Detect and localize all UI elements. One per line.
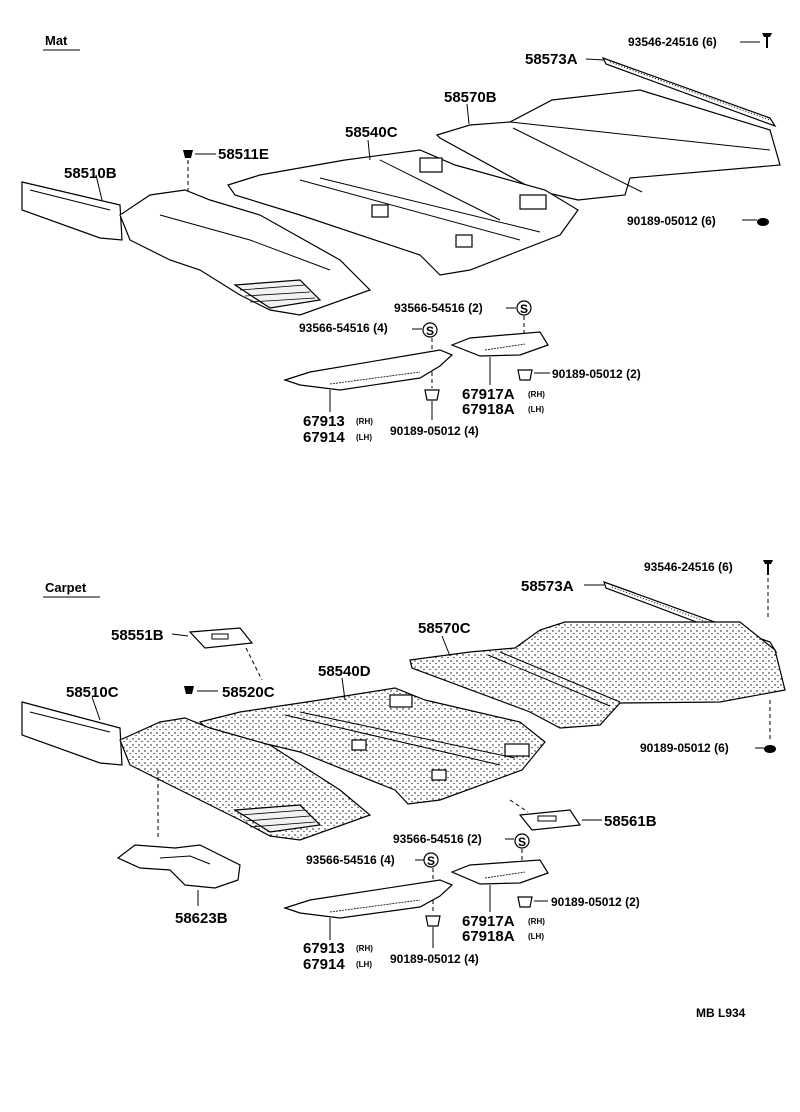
label-67914: 67914 — [303, 956, 345, 973]
screw-s-icon: S — [422, 322, 438, 338]
label-58540: 58540D — [318, 663, 371, 680]
svg-text:S: S — [426, 324, 434, 338]
svg-text:S: S — [427, 854, 435, 868]
label-67914-lh: (LH) — [356, 433, 372, 442]
nut-icon — [757, 218, 769, 226]
label-93546: 93546-24516 (6) — [644, 560, 733, 574]
front-carpet-58510 — [21, 701, 372, 841]
label-58511: 58511E — [218, 146, 269, 163]
front-mat-58510 — [21, 181, 372, 316]
label-58520: 58520C — [222, 684, 275, 701]
label-90189-2: 90189-05012 (2) — [552, 367, 641, 381]
step-plate-67913 — [283, 879, 454, 919]
clip-icon — [184, 686, 194, 694]
label-67918: 67918A — [462, 401, 515, 418]
label-90189-2: 90189-05012 (2) — [551, 895, 640, 909]
label-58510: 58510B — [64, 165, 117, 182]
scuff-strip-58573 — [601, 56, 777, 128]
label-58573: 58573A — [525, 51, 578, 68]
mat-section: Mat 93546-24516 (6) 58573A 58570B — [21, 33, 781, 446]
label-93566-4: 93566-54516 (4) — [306, 853, 395, 867]
nut-icon — [425, 915, 441, 927]
label-67913-rh: (RH) — [356, 417, 373, 426]
rear-mat-58570 — [435, 89, 781, 201]
label-58573: 58573A — [521, 578, 574, 595]
label-67917: 67917A — [462, 386, 515, 403]
label-93546: 93546-24516 (6) — [628, 35, 717, 49]
nut-icon — [517, 369, 533, 381]
pad-58561 — [518, 809, 582, 831]
label-58561: 58561B — [604, 813, 657, 830]
nut-icon — [517, 896, 533, 908]
label-58540: 58540C — [345, 124, 398, 141]
screw-icon — [762, 33, 772, 48]
screw-icon — [763, 560, 773, 575]
mat-section-title: Mat — [45, 33, 68, 48]
middle-carpet-58540 — [198, 687, 546, 805]
screw-s-icon: S — [516, 300, 532, 316]
label-90189-4: 90189-05012 (4) — [390, 424, 479, 438]
step-plate-67913 — [283, 349, 454, 391]
diagram-code: MB L934 — [696, 1006, 746, 1020]
screw-s-icon: S — [423, 852, 439, 868]
label-67913: 67913 — [303, 413, 345, 430]
label-58623: 58623B — [175, 910, 228, 927]
label-58570: 58570B — [444, 89, 497, 106]
step-plate-67917 — [450, 859, 549, 885]
label-93566-2: 93566-54516 (2) — [393, 832, 482, 846]
svg-text:S: S — [520, 302, 528, 316]
label-67917-rh: (RH) — [528, 917, 545, 926]
label-67914-lh: (LH) — [356, 960, 372, 969]
carpet-section-title: Carpet — [45, 580, 87, 595]
label-90189-6: 90189-05012 (6) — [640, 741, 729, 755]
label-67913-rh: (RH) — [356, 944, 373, 953]
label-67913: 67913 — [303, 940, 345, 957]
label-90189-6: 90189-05012 (6) — [627, 214, 716, 228]
carpet-section: Carpet 93546-24516 (6) 58573A 58551B — [21, 560, 786, 973]
label-67918: 67918A — [462, 928, 515, 945]
label-58510: 58510C — [66, 684, 119, 701]
rear-carpet-58570 — [409, 621, 786, 729]
step-plate-67917 — [450, 331, 549, 357]
svg-text:S: S — [518, 835, 526, 849]
label-67914: 67914 — [303, 429, 345, 446]
heel-pad-58623 — [116, 844, 241, 889]
nut-icon — [424, 389, 440, 401]
label-67917: 67917A — [462, 913, 515, 930]
label-58570: 58570C — [418, 620, 471, 637]
label-58551: 58551B — [111, 627, 164, 644]
screw-s-icon: S — [514, 833, 530, 849]
pad-58551 — [188, 627, 254, 649]
label-93566-2: 93566-54516 (2) — [394, 301, 483, 315]
nut-icon — [764, 745, 776, 753]
label-67918-lh: (LH) — [528, 932, 544, 941]
label-67917-rh: (RH) — [528, 390, 545, 399]
label-67918-lh: (LH) — [528, 405, 544, 414]
label-93566-4: 93566-54516 (4) — [299, 321, 388, 335]
clip-icon — [183, 150, 193, 200]
label-90189-4: 90189-05012 (4) — [390, 952, 479, 966]
middle-mat-58540 — [227, 149, 579, 276]
